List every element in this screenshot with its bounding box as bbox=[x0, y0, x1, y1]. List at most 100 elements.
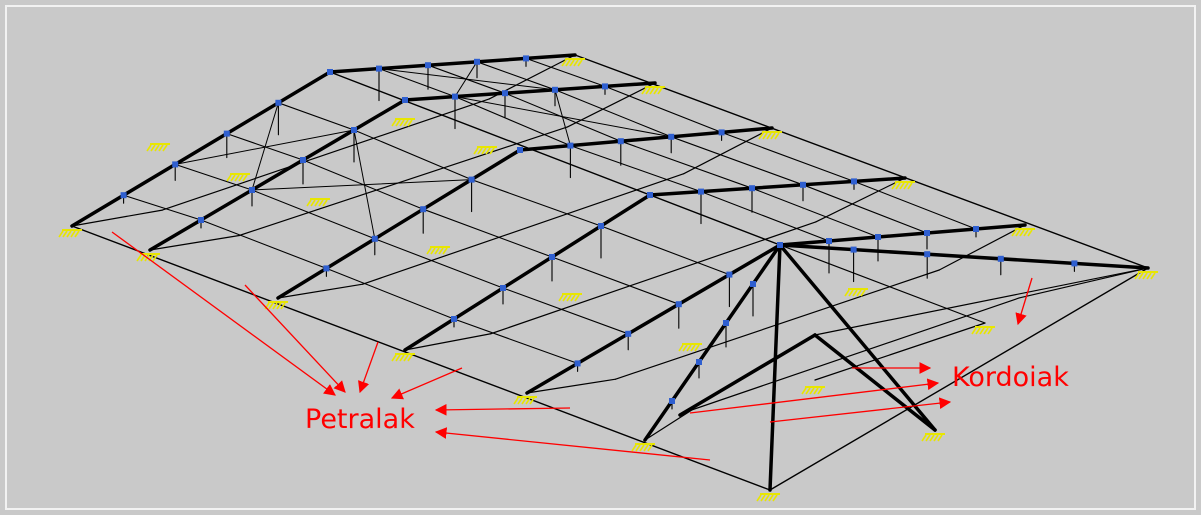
hip-member bbox=[778, 243, 937, 432]
support-hatch bbox=[481, 147, 487, 155]
support-hatch bbox=[562, 294, 568, 302]
annotation-arrow bbox=[1015, 277, 1033, 326]
truss-bottom-chord bbox=[691, 297, 1020, 411]
support-hatch bbox=[921, 434, 927, 442]
support-hatch bbox=[395, 354, 401, 362]
support-hatch bbox=[770, 132, 776, 140]
support-hatch bbox=[647, 444, 653, 452]
node-marker bbox=[425, 62, 431, 69]
node-marker bbox=[777, 242, 783, 248]
purlin-back-0 bbox=[569, 145, 702, 193]
hip-member bbox=[678, 333, 817, 417]
support-symbol bbox=[306, 198, 330, 207]
node-marker bbox=[502, 90, 508, 97]
support-hatch bbox=[395, 119, 401, 127]
support-hatch bbox=[558, 294, 564, 302]
support-symbol bbox=[891, 181, 915, 190]
support-hatch bbox=[525, 397, 531, 405]
truss-rafter-back bbox=[403, 81, 657, 102]
support-hatch bbox=[844, 289, 850, 297]
annotation-arrows bbox=[111, 231, 1033, 461]
support-hatch bbox=[772, 494, 778, 502]
purlin-front-0 bbox=[325, 267, 455, 320]
node-marker bbox=[120, 192, 127, 199]
node-marker bbox=[402, 97, 408, 103]
support-hatch bbox=[391, 119, 397, 127]
support-hatch bbox=[426, 247, 432, 255]
annotation-arrow bbox=[769, 397, 952, 423]
node-marker bbox=[647, 192, 653, 198]
support-hatch bbox=[690, 344, 696, 352]
node-marker bbox=[668, 133, 675, 140]
truss-bottom-chord bbox=[238, 126, 569, 237]
support-hatch bbox=[852, 289, 858, 297]
purlin-front-3 bbox=[600, 225, 730, 276]
support-symbol bbox=[1134, 271, 1158, 280]
support-hatch bbox=[391, 354, 397, 362]
label-petralak: Petralak bbox=[305, 404, 415, 435]
node-marker bbox=[198, 217, 204, 223]
node-marker bbox=[323, 265, 330, 272]
node-marker bbox=[749, 185, 755, 192]
gable-line bbox=[814, 267, 1149, 336]
front-eave-line bbox=[71, 225, 771, 491]
support-symbol bbox=[631, 443, 655, 452]
node-marker bbox=[249, 187, 255, 193]
truss-bottom-chord bbox=[404, 333, 492, 351]
support-hatch bbox=[438, 247, 444, 255]
truss-rafter-front bbox=[276, 148, 522, 300]
support-hatch bbox=[566, 294, 572, 302]
support-hatch bbox=[513, 397, 519, 405]
support-hatch bbox=[574, 294, 580, 302]
support-symbol bbox=[641, 86, 665, 95]
node-marker bbox=[669, 398, 675, 404]
support-hatch bbox=[805, 387, 811, 395]
support-hatch bbox=[1027, 229, 1033, 237]
purlin-front-1 bbox=[174, 163, 253, 191]
truss-bottom-chord bbox=[71, 209, 163, 227]
support-hatch bbox=[473, 147, 479, 155]
gable-base-line bbox=[769, 267, 1149, 491]
support-hatch bbox=[570, 294, 576, 302]
purlin-back-3 bbox=[721, 131, 855, 182]
support-hatch bbox=[62, 230, 68, 238]
node-marker bbox=[517, 147, 523, 153]
node-marker bbox=[223, 130, 230, 137]
support-hatch bbox=[226, 174, 232, 182]
support-symbol bbox=[426, 246, 450, 255]
support-hatch bbox=[631, 444, 637, 452]
annotation-arrow bbox=[390, 367, 463, 400]
support-hatch bbox=[242, 174, 248, 182]
support-hatch bbox=[314, 199, 320, 207]
node-marker bbox=[602, 83, 608, 90]
node-marker bbox=[617, 138, 624, 145]
purlin-front-0 bbox=[123, 194, 202, 221]
truss-bottom-chord bbox=[490, 221, 817, 335]
support-symbol bbox=[136, 253, 160, 262]
node-marker bbox=[625, 330, 632, 337]
support-hatch bbox=[987, 327, 993, 335]
support-hatch bbox=[653, 87, 659, 95]
truss-rafter-front bbox=[643, 243, 782, 442]
truss-rafter-front bbox=[403, 193, 652, 352]
support-hatch bbox=[399, 119, 405, 127]
truss-bottom-chord bbox=[644, 409, 693, 441]
label-kordoiak: Kordoiak bbox=[952, 362, 1069, 393]
support-hatch bbox=[856, 289, 862, 297]
support-hatch bbox=[268, 302, 274, 310]
purlin-back-2 bbox=[476, 61, 556, 91]
truss-rafter-back bbox=[518, 126, 774, 152]
support-symbol bbox=[391, 118, 415, 127]
node-marker bbox=[327, 69, 333, 75]
cross-brace bbox=[353, 129, 376, 240]
truss-bottom-chord bbox=[1018, 267, 1149, 299]
support-hatch bbox=[1150, 272, 1156, 280]
support-hatch bbox=[230, 174, 236, 182]
annotation-arrow bbox=[434, 403, 571, 416]
purlin-front-2 bbox=[551, 256, 680, 305]
purlin-back-3 bbox=[853, 180, 977, 230]
truss-bottom-chord bbox=[566, 82, 656, 128]
support-hatch bbox=[1023, 229, 1029, 237]
support-symbols bbox=[58, 58, 1158, 502]
